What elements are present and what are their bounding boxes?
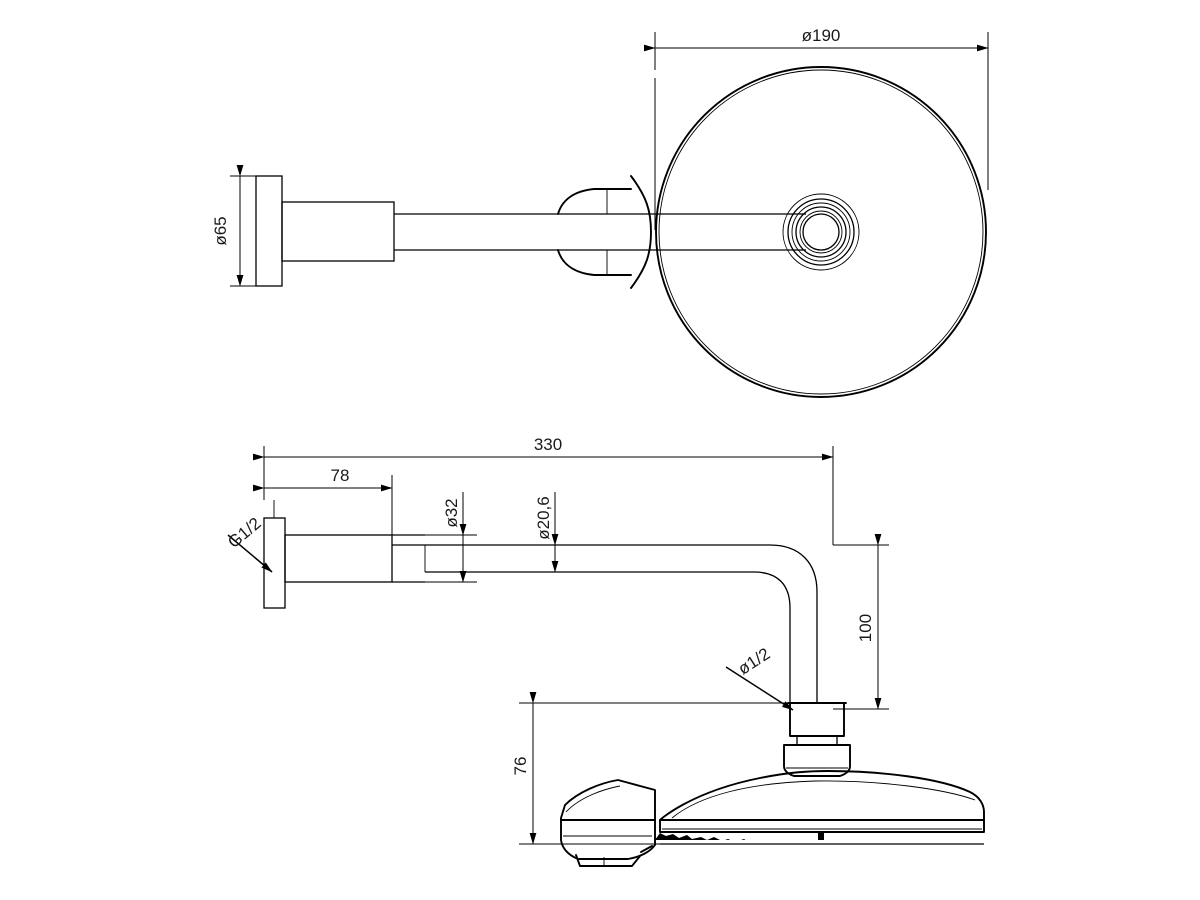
dim-label-tube-diameter: ø20,6: [534, 496, 553, 539]
dimension-tube-diameter: ø20,6: [534, 492, 559, 573]
top-arm-elbow: [557, 175, 652, 289]
dim-label-rose-diameter: ø190: [802, 26, 841, 45]
side-nozzle-face: [655, 832, 824, 840]
top-rose-center-rings: [782, 193, 860, 271]
dim-label-inlet-thread: G1/2: [224, 514, 264, 552]
callout-inlet-thread: G1/2: [224, 514, 273, 573]
dimension-collar-diameter: ø32: [425, 492, 477, 583]
top-collar: [281, 201, 395, 262]
top-wall-flange: [255, 175, 283, 287]
side-arm-tube: [392, 544, 818, 703]
top-arm-tube: [394, 213, 800, 251]
dimension-collar-length: 78: [253, 466, 393, 575]
dim-label-collar-diameter: ø32: [442, 498, 461, 527]
dim-label-head-height: 76: [511, 757, 530, 776]
dim-label-arm-length: 330: [534, 435, 562, 454]
side-wall-flange: [263, 500, 286, 609]
top-arm-over-rose: [800, 213, 806, 251]
side-shower-rose-body: [659, 770, 985, 833]
callout-outlet-thread: ø1/2: [725, 644, 794, 711]
dim-label-drop-height: 100: [856, 614, 875, 642]
top-shower-rose: [655, 66, 987, 398]
side-view: 330 78 ø32 ø20,6 G1/2: [224, 435, 985, 867]
dim-label-outlet-thread: ø1/2: [735, 644, 774, 678]
dimension-flange-diameter: ø65: [211, 165, 262, 287]
side-collar: [284, 488, 425, 583]
dimension-head-height: 76: [511, 692, 790, 845]
dimension-drop-height: 100: [833, 534, 889, 710]
top-view: ø190 ø65: [211, 26, 989, 398]
dim-label-collar-length: 78: [331, 466, 350, 485]
side-mode-selector-lever: [560, 779, 656, 867]
dim-label-flange-diameter: ø65: [211, 216, 230, 245]
side-shower-neck: [783, 744, 851, 777]
dimension-rose-diameter: ø190: [644, 26, 989, 230]
